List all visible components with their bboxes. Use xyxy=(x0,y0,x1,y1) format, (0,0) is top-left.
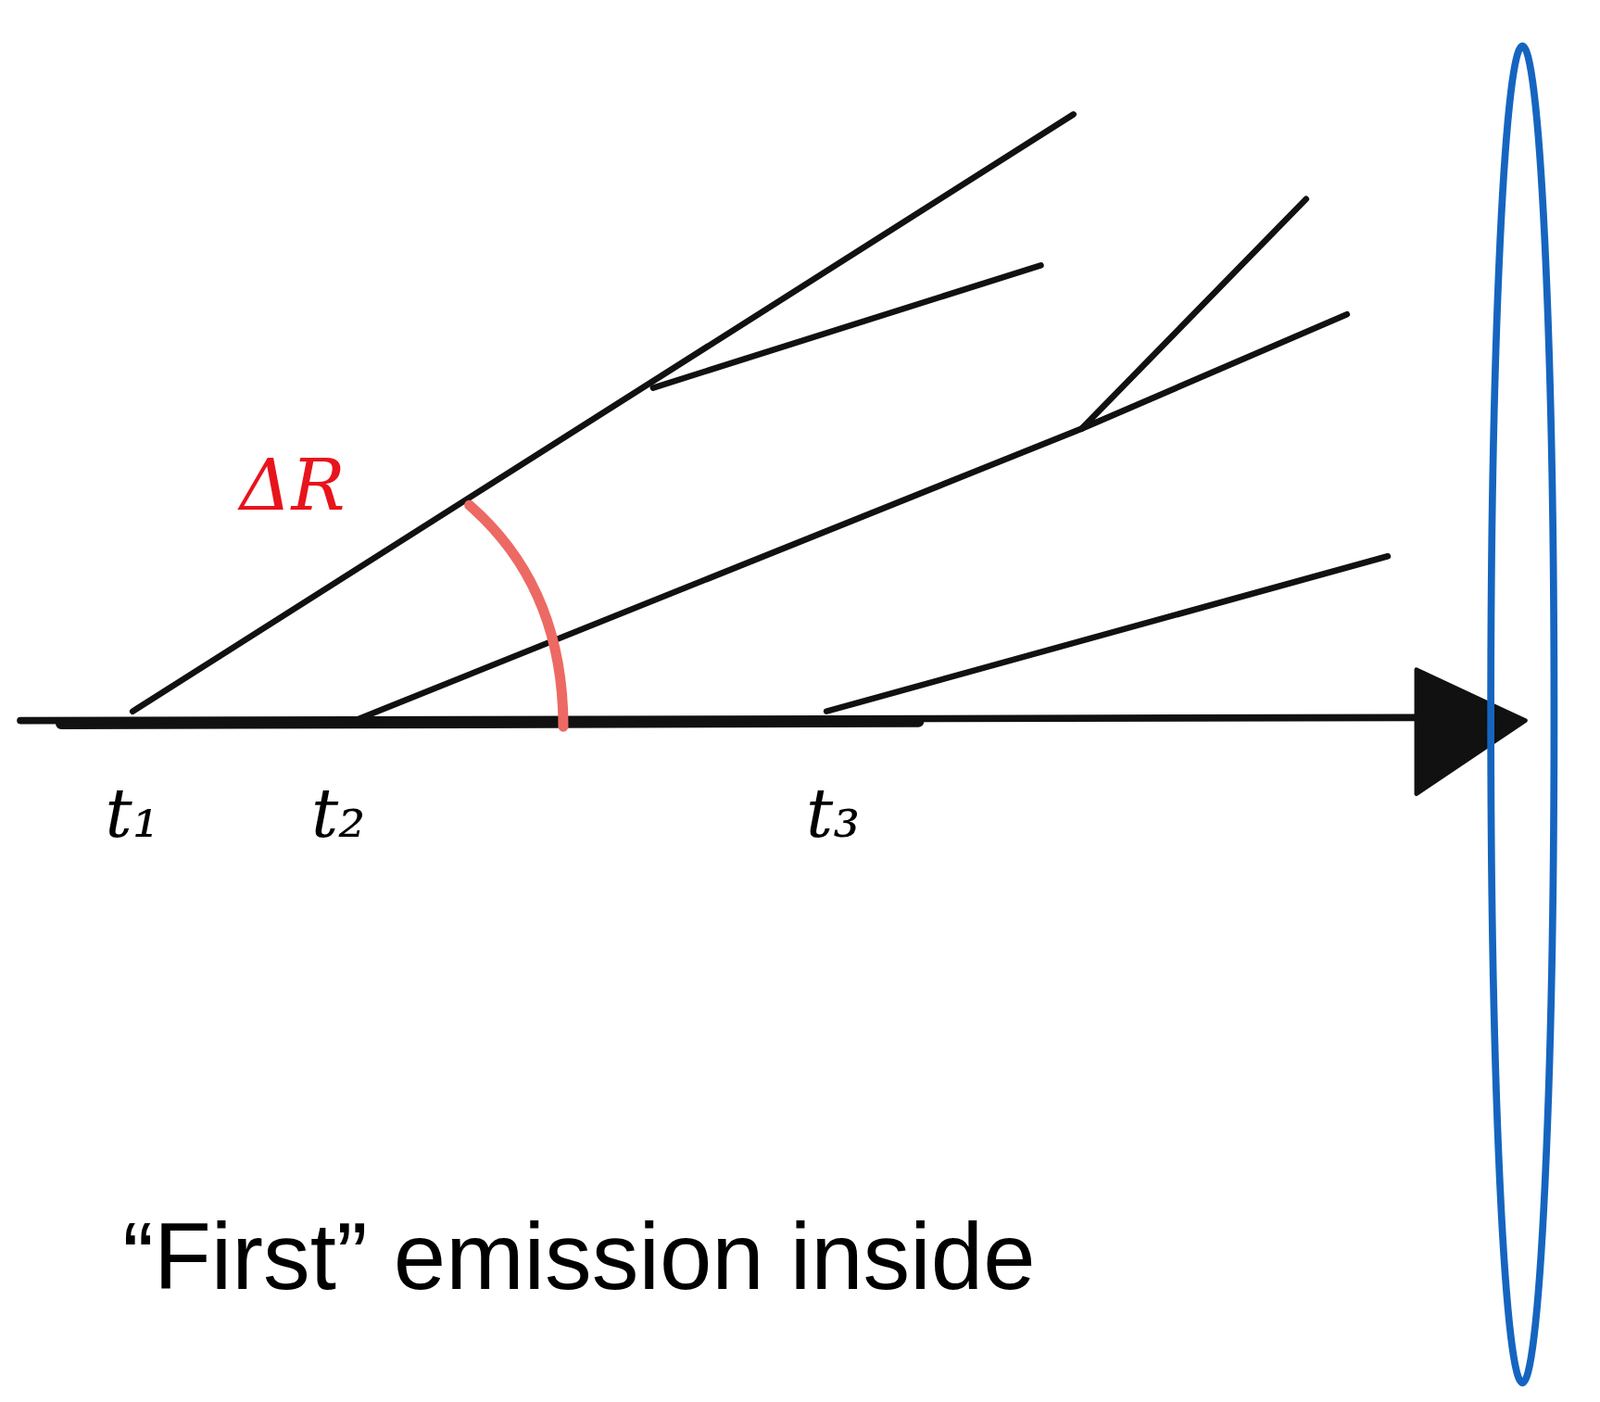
time-label: t₃ xyxy=(806,781,860,849)
main-axis-thick xyxy=(61,721,919,724)
emission-lines xyxy=(20,113,1470,724)
detector-ellipse xyxy=(1490,46,1554,1384)
time-label: t₁ xyxy=(104,781,159,849)
arrow-head xyxy=(1416,669,1526,794)
time-label: t₂ xyxy=(311,781,366,849)
angle-label: ΔR xyxy=(239,449,346,521)
note-text: “First” emission inside xyxy=(122,1209,1035,1303)
emission-2 xyxy=(356,314,1347,719)
delta-r-arc xyxy=(469,504,564,727)
emission-1-branch xyxy=(653,264,1042,388)
emission-3 xyxy=(826,555,1388,711)
emission-2-branch xyxy=(1081,199,1306,429)
